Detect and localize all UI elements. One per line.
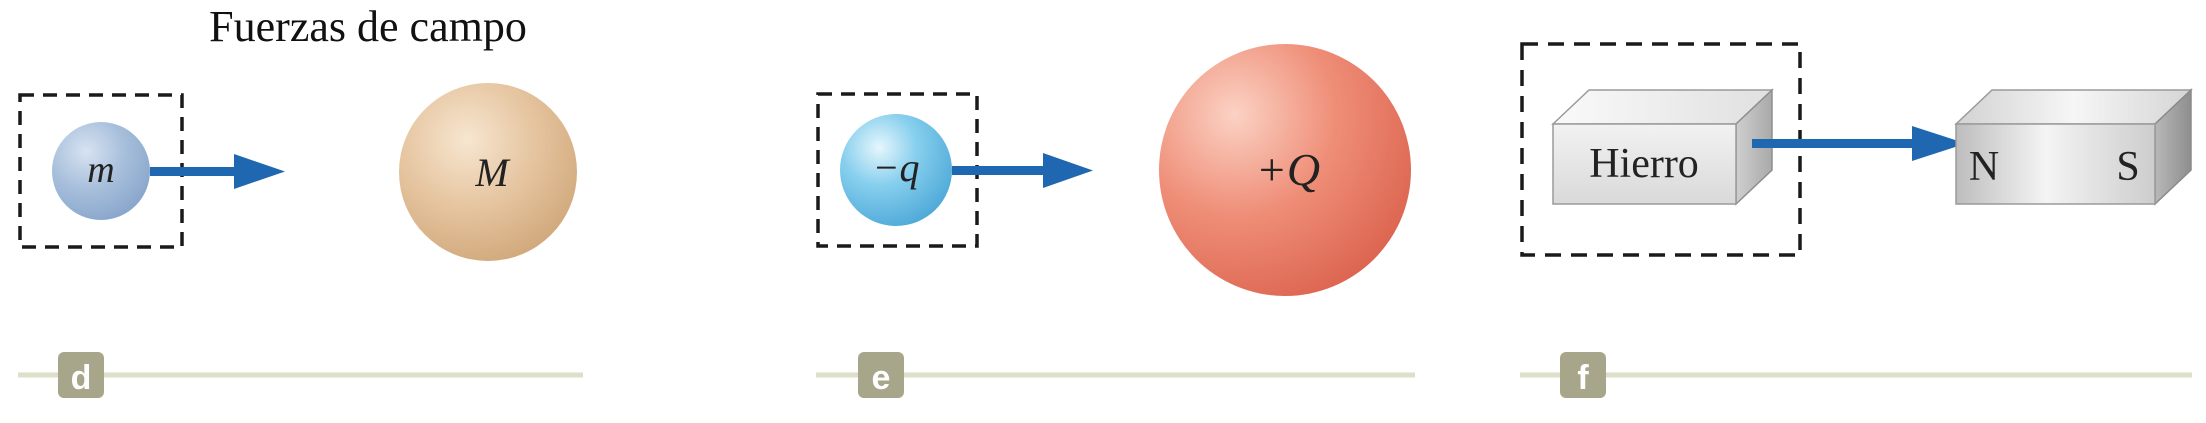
magnet-north-label: N bbox=[1969, 144, 1999, 190]
panel-e: −q +Q e bbox=[816, 44, 1415, 398]
panel-f: Hierro N S f bbox=[1520, 42, 2193, 398]
small-charge-label: −q bbox=[873, 145, 920, 190]
small-mass-label: m bbox=[87, 149, 114, 191]
large-mass-sphere bbox=[399, 83, 577, 261]
large-charge-sphere bbox=[1159, 44, 1411, 296]
panel-label-badge-d bbox=[58, 352, 104, 398]
panel-label-badge-e bbox=[858, 352, 904, 398]
panel-label-f: f bbox=[1577, 359, 1589, 397]
magnet-south-label: S bbox=[2116, 144, 2139, 190]
force-arrow-f bbox=[1752, 126, 1966, 161]
bar-magnet: N S bbox=[1954, 88, 2193, 206]
small-charge-sphere bbox=[840, 114, 952, 226]
iron-block: Hierro bbox=[1551, 88, 1774, 206]
panel-label-d: d bbox=[71, 359, 92, 397]
large-mass-label: M bbox=[474, 150, 511, 195]
force-arrow-e bbox=[952, 153, 1093, 188]
large-charge-label: +Q bbox=[1256, 144, 1320, 195]
system-boundary-f bbox=[1520, 42, 1802, 257]
iron-block-label: Hierro bbox=[1589, 141, 1699, 187]
panel-label-badge-f bbox=[1560, 352, 1606, 398]
small-mass-sphere bbox=[52, 122, 150, 220]
diagram-title: Fuerzas de campo bbox=[209, 2, 527, 51]
panel-d: m M d bbox=[18, 83, 583, 398]
force-arrow-d bbox=[150, 154, 285, 189]
panel-label-e: e bbox=[872, 359, 891, 397]
